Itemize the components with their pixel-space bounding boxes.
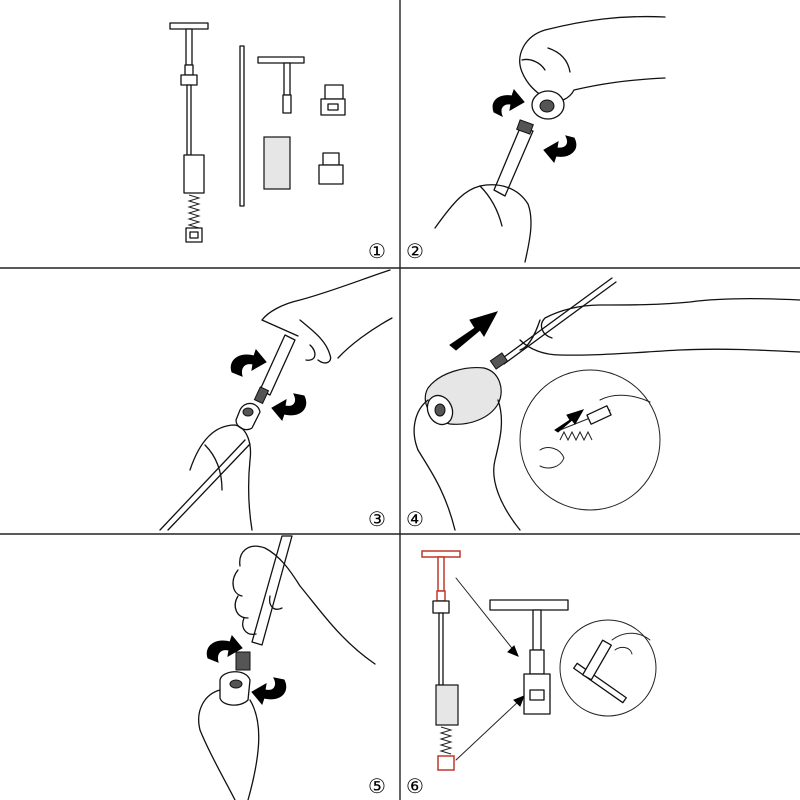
adapter-cap — [318, 152, 344, 185]
step-6-label: ⑥ — [406, 774, 424, 798]
step-3-label: ③ — [368, 507, 386, 531]
t-handle — [257, 56, 305, 114]
panel-1-parts — [169, 22, 346, 243]
pointer-arrow-icon — [455, 577, 519, 657]
step-2-label: ② — [406, 239, 424, 263]
panel-6-final — [421, 550, 657, 771]
step-labels: ① ② ③ ④ ⑤ ⑥ — [368, 239, 424, 798]
adapter-small — [320, 84, 346, 116]
panel-3-attach-handle — [159, 269, 393, 531]
panel-4-insert-weight — [413, 277, 800, 531]
push-arrow-icon — [449, 311, 499, 351]
push-arrow-icon — [554, 409, 585, 433]
step-5-label: ⑤ — [368, 774, 386, 798]
step-1-label: ① — [368, 239, 386, 263]
rotate-arrow-icon — [492, 88, 525, 118]
rotate-arrow-icon — [271, 393, 307, 422]
rotate-arrow-icon — [543, 135, 577, 164]
assembled-tool-highlight — [421, 550, 461, 771]
rotate-arrow-icon — [230, 348, 267, 377]
rotate-arrow-icon — [206, 634, 243, 663]
detail-inset — [559, 619, 657, 717]
enlarged-handle — [489, 599, 569, 715]
panel-5-tighten — [198, 535, 376, 800]
panel-2-attach-cap — [434, 15, 666, 263]
step-4-label: ④ — [406, 507, 424, 531]
assembled-tool — [169, 22, 209, 243]
detail-inset — [519, 369, 661, 511]
slide-rod — [239, 45, 245, 207]
pointer-arrow-icon — [455, 695, 525, 761]
rotate-arrow-icon — [251, 677, 287, 706]
slide-weight — [263, 136, 291, 190]
